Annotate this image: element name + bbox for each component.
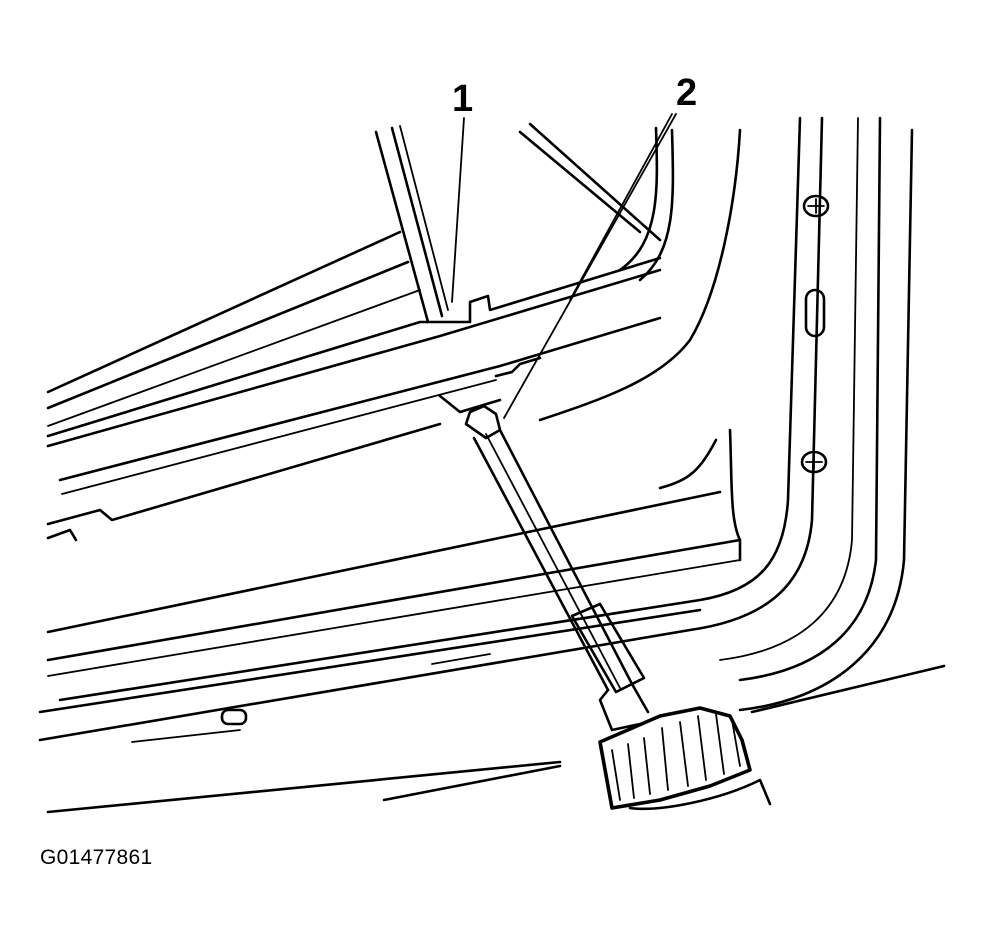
window-pillar [374, 122, 662, 324]
door-frame [38, 116, 914, 742]
door-slot [804, 288, 826, 338]
screwdriver-icon [464, 404, 772, 811]
sill-plate [38, 490, 946, 814]
upper-seal-rail [46, 230, 662, 542]
figure-id-label: G01477861 [40, 846, 153, 869]
leader-line-2b [569, 113, 673, 301]
callout-label-1: 1 [452, 78, 474, 120]
leader-line-1 [451, 117, 465, 303]
callout-label-2: 2 [676, 72, 698, 114]
leader-line-2a [503, 113, 677, 419]
screw-head [800, 450, 828, 474]
leader-lines [451, 113, 677, 419]
frame-fasteners [800, 194, 830, 474]
screw-head [802, 194, 830, 218]
